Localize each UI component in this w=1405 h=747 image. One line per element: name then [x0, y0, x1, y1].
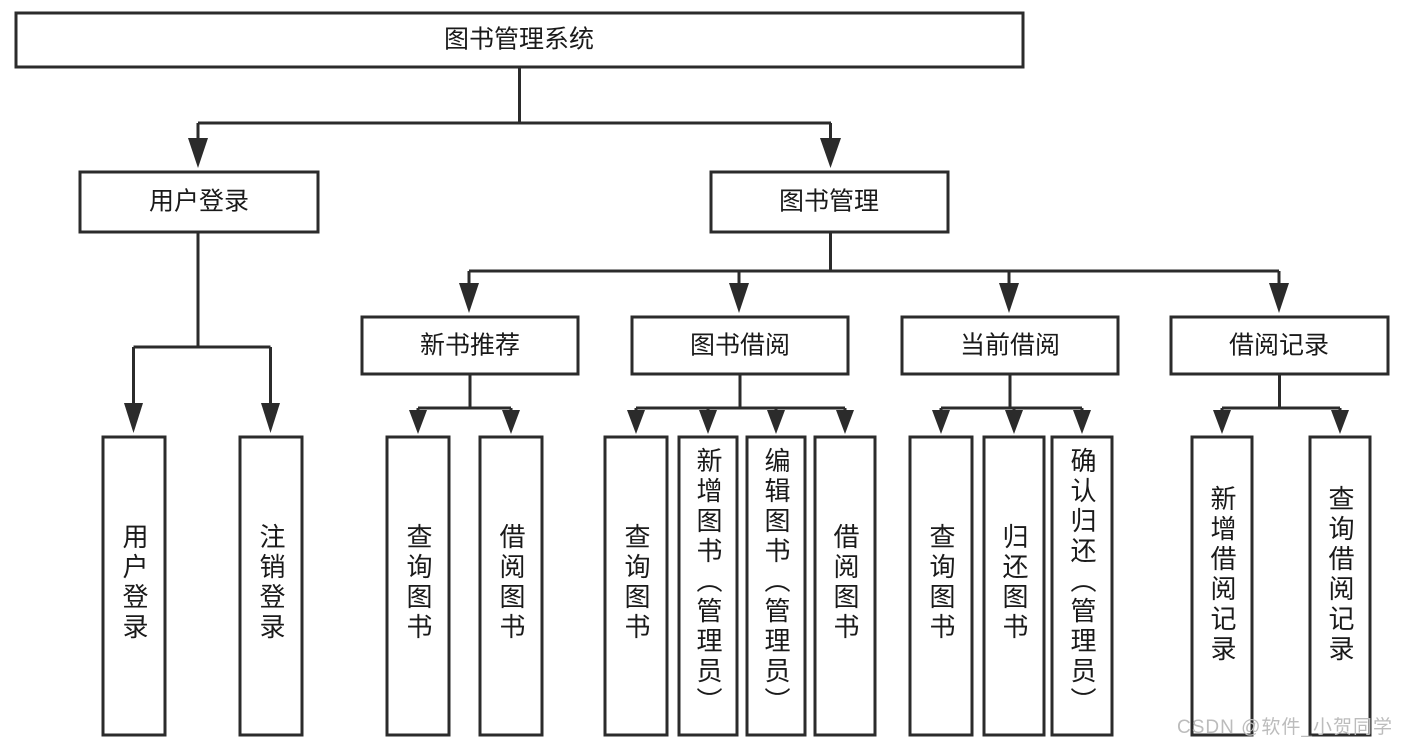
- arrow-head-icon: [767, 410, 785, 434]
- leaf-borrow-book-box[interactable]: [813, 435, 877, 737]
- arrow-head-icon: [836, 410, 854, 434]
- node-book-management-label: 图书管理: [779, 188, 879, 216]
- connector-group-borrow-record-children: [1213, 374, 1349, 434]
- node-new-book-recommend-label: 新书推荐: [420, 332, 520, 360]
- connector-group-book-management-children: [459, 232, 1289, 313]
- node-new-book-recommend[interactable]: 新书推荐: [360, 315, 580, 376]
- node-current-borrow-label: 当前借阅: [960, 332, 1060, 360]
- leaf-confirm-return-admin-box[interactable]: [1050, 435, 1114, 737]
- arrow-head-icon: [459, 283, 479, 313]
- arrow-head-icon: [1269, 283, 1289, 313]
- node-borrow-record-label: 借阅记录: [1229, 332, 1329, 360]
- node-user-login[interactable]: 用户登录: [78, 170, 320, 234]
- node-user-login-label: 用户登录: [149, 188, 249, 216]
- leaf-query-book-recommend-box[interactable]: [385, 435, 451, 737]
- leaf-return-book-box[interactable]: [982, 435, 1046, 737]
- node-book-borrow-label: 图书借阅: [690, 332, 790, 360]
- node-current-borrow-box[interactable]: [900, 315, 1120, 376]
- arrow-head-icon: [188, 138, 208, 168]
- leaf-edit-book-admin-box[interactable]: [745, 435, 807, 737]
- node-current-borrow[interactable]: 当前借阅: [900, 315, 1120, 376]
- arrow-head-icon: [409, 410, 427, 434]
- arrow-head-icon: [1073, 410, 1091, 434]
- connector-group-current-borrow-children: [932, 374, 1091, 434]
- arrow-head-icon: [932, 410, 950, 434]
- connector-group-user-login-children: [124, 232, 280, 433]
- connector-group-book-borrow-children: [627, 374, 854, 434]
- node-book-management-box[interactable]: [709, 170, 950, 234]
- arrow-head-icon: [1005, 410, 1023, 434]
- node-root-label: 图书管理系统: [444, 26, 594, 54]
- node-borrow-record-box[interactable]: [1169, 315, 1390, 376]
- leaf-add-borrow-record-box[interactable]: [1190, 435, 1254, 737]
- arrow-head-icon: [261, 403, 280, 433]
- arrow-head-icon: [729, 283, 749, 313]
- arrow-head-icon: [502, 410, 520, 434]
- node-root-box[interactable]: [14, 11, 1025, 69]
- node-book-borrow-box[interactable]: [630, 315, 850, 376]
- leaf-query-borrow-record-box[interactable]: [1308, 435, 1372, 737]
- node-book-borrow[interactable]: 图书借阅: [630, 315, 850, 376]
- leaf-query-book-current-box[interactable]: [908, 435, 974, 737]
- leaf-user-login-box[interactable]: [101, 435, 167, 737]
- arrow-head-icon: [820, 138, 841, 168]
- connector-group-root-to-level2: [188, 67, 841, 168]
- node-user-login-box[interactable]: [78, 170, 320, 234]
- arrow-head-icon: [999, 283, 1019, 313]
- node-borrow-record[interactable]: 借阅记录: [1169, 315, 1390, 376]
- leaf-borrow-book-recommend-box[interactable]: [478, 435, 544, 737]
- node-book-management[interactable]: 图书管理: [709, 170, 950, 234]
- arrow-head-icon: [1213, 410, 1231, 434]
- leaf-logout-box[interactable]: [238, 435, 304, 737]
- leaf-boxes-group: [101, 435, 1372, 737]
- arrow-head-icon: [699, 410, 717, 434]
- arrow-head-icon: [627, 410, 645, 434]
- arrow-head-icon: [1331, 410, 1349, 434]
- connector-group-new-book-children: [409, 374, 520, 434]
- arrow-head-icon: [124, 403, 143, 433]
- csdn-watermark: CSDN @软件_小贺同学: [1177, 717, 1393, 738]
- node-root[interactable]: 图书管理系统: [14, 11, 1025, 69]
- node-new-book-recommend-box[interactable]: [360, 315, 580, 376]
- leaf-add-book-admin-box[interactable]: [677, 435, 739, 737]
- leaf-query-book-borrow-box[interactable]: [603, 435, 669, 737]
